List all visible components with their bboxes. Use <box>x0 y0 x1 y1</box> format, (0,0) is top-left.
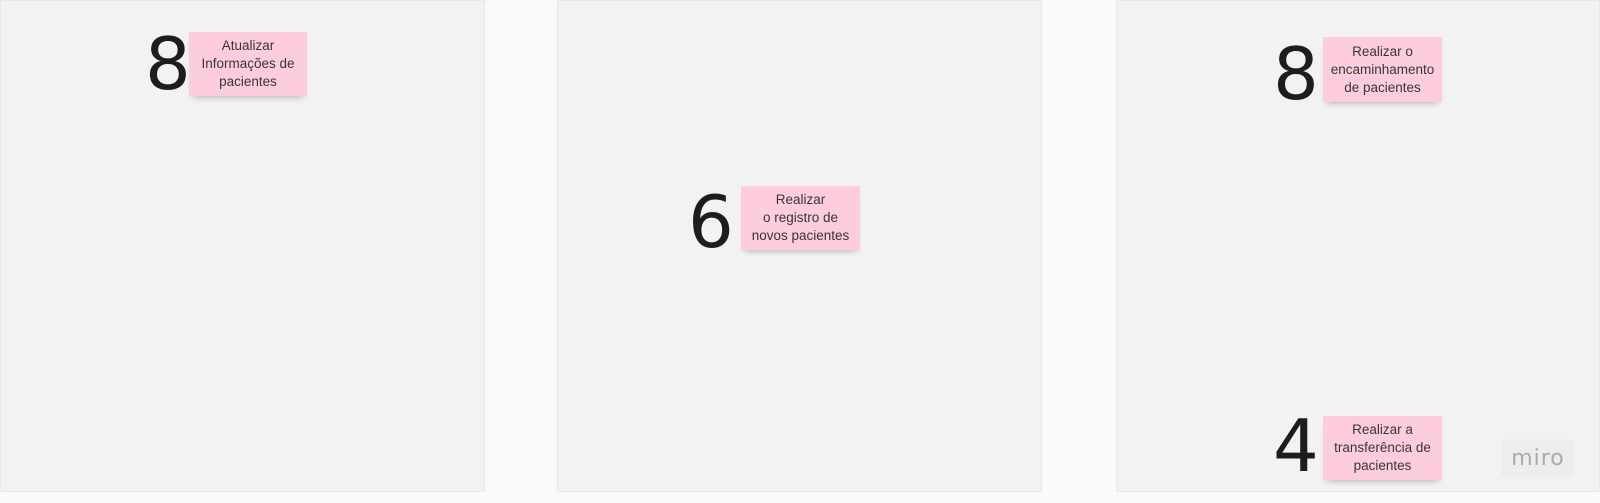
sticky-note-line: Realizar o <box>1352 43 1413 59</box>
sticky-note[interactable]: Realizar o encaminhamento de pacientes <box>1323 37 1442 102</box>
priority-number[interactable]: 8 <box>145 22 191 106</box>
priority-number[interactable]: 6 <box>688 180 734 264</box>
sticky-note-line: encaminhamento <box>1330 61 1435 77</box>
sticky-note-line: Realizar <box>775 192 826 207</box>
sticky-note-line: Atualizar <box>221 38 275 53</box>
priority-number[interactable]: 4 <box>1273 404 1319 488</box>
sticky-note-line: pacientes <box>219 74 277 89</box>
sticky-note-line: novos pacientes <box>751 228 850 243</box>
sticky-note-line: de pacientes <box>1344 79 1421 95</box>
sticky-note-line: Realizar a <box>1352 422 1413 437</box>
sticky-note-line: o registro de <box>762 210 839 225</box>
priority-number[interactable]: 8 <box>1273 32 1319 116</box>
sticky-note[interactable]: Realizar o registro de novos pacientes <box>741 186 860 250</box>
sticky-note-line: Informações de <box>201 56 295 71</box>
sticky-note-line: transferência de <box>1334 440 1431 455</box>
sticky-note[interactable]: Realizar a transferência de pacientes <box>1323 416 1442 480</box>
sticky-note-line: pacientes <box>1353 458 1412 473</box>
sticky-note[interactable]: Atualizar Informações de pacientes <box>189 32 307 96</box>
miro-logo: miro <box>1501 439 1575 477</box>
